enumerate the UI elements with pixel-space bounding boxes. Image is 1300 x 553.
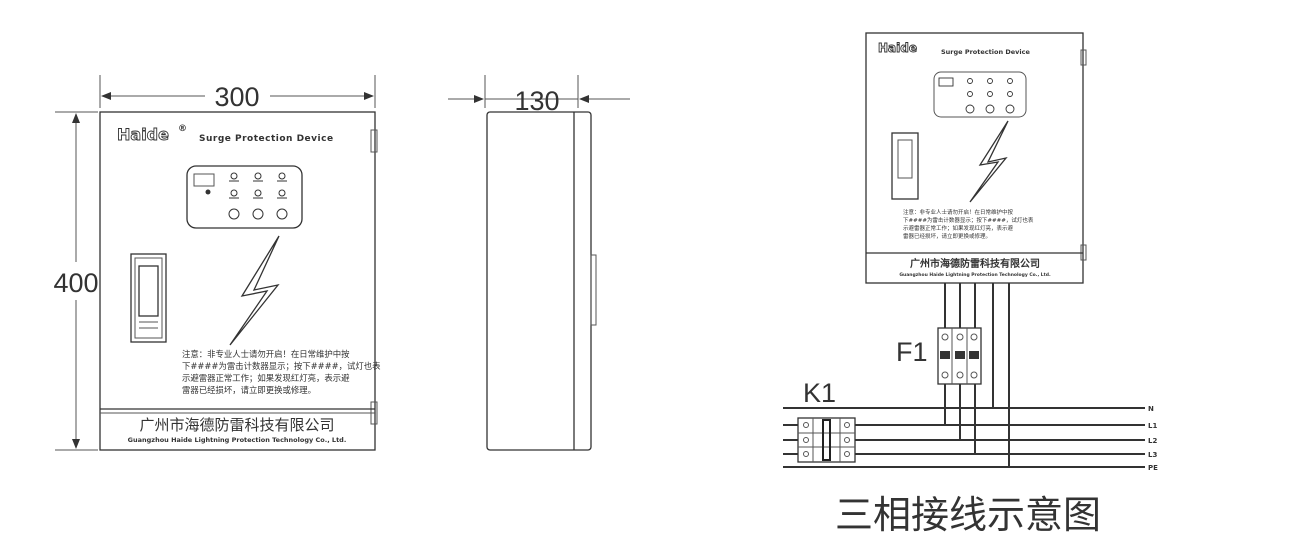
svg-text:®: ® (178, 124, 187, 134)
svg-text:下####为雷击计数器显示；按下####，试灯也表: 下####为雷击计数器显示；按下####，试灯也表 (182, 361, 381, 371)
enclosure-front (99, 111, 376, 451)
brand-logo: Haide (117, 125, 169, 144)
indicator-lights (228, 172, 288, 220)
height-dimension: 400 (53, 268, 98, 298)
company-name-en: Guangzhou Haide Lightning Protection Tec… (128, 436, 347, 444)
svg-text:L2: L2 (1148, 437, 1157, 445)
svg-text:N: N (1148, 405, 1154, 413)
svg-text:雷器已经损坏，请立即更换或修理。: 雷器已经损坏，请立即更换或修理。 (903, 232, 991, 240)
diagram-caption: 三相接线示意图 (835, 493, 1101, 537)
svg-text:Surge Protection Device: Surge Protection Device (941, 48, 1030, 56)
enclosure-side (486, 111, 592, 451)
warning-text: 注意：非专业人士请勿开启！在日常维护中按 下####为雷击计数器显示；按下###… (182, 349, 381, 395)
side-view: 130 (448, 75, 630, 451)
fuse-f1 (937, 327, 982, 385)
svg-text:示避雷器正常工作；如果发现红灯亮，表示避: 示避雷器正常工作；如果发现红灯亮，表示避 (903, 224, 1014, 232)
depth-dimension: 130 (514, 86, 559, 116)
front-view: 300 400 Haide ® Surge Protection Device (53, 75, 381, 451)
spd-enclosure (865, 32, 1084, 284)
counter-display (193, 173, 215, 187)
lightning-bolt-icon (229, 235, 280, 346)
svg-text:雷器已经损坏，请立即更换或修理。: 雷器已经损坏，请立即更换或修理。 (182, 385, 316, 395)
svg-text:广州市海德防雷科技有限公司: 广州市海德防雷科技有限公司 (910, 257, 1040, 270)
svg-text:PE: PE (1148, 464, 1158, 472)
company-name-cn: 广州市海德防雷科技有限公司 (139, 416, 334, 434)
line-labels: N L1 L2 L3 PE (1148, 405, 1158, 472)
svg-text:Haide: Haide (878, 41, 917, 55)
fuse-label: F1 (896, 337, 928, 367)
svg-text:示避雷器正常工作；如果发现红灯亮，表示避: 示避雷器正常工作；如果发现红灯亮，表示避 (182, 373, 350, 383)
indicator-panel (186, 165, 303, 229)
svg-text:L1: L1 (1148, 422, 1157, 430)
hinge-icon (370, 129, 378, 153)
lightning-bolt-icon (969, 120, 1009, 203)
svg-text:注意：非专业人士请勿开启！在日常维护中按: 注意：非专业人士请勿开启！在日常维护中按 (182, 349, 350, 359)
product-name: Surge Protection Device (199, 134, 334, 144)
breaker-k1 (797, 417, 856, 463)
svg-text:下####为雷击计数器显示；按下####，试灯也表: 下####为雷击计数器显示；按下####，试灯也表 (903, 216, 1034, 224)
svg-text:注意：非专业人士请勿开启！在日常维护中按: 注意：非专业人士请勿开启！在日常维护中按 (903, 208, 1014, 216)
breaker-label: K1 (803, 378, 836, 408)
svg-text:L3: L3 (1148, 451, 1157, 459)
breaker-switch (130, 253, 167, 343)
svg-text:Guangzhou Haide Lightning Prot: Guangzhou Haide Lightning Protection Tec… (899, 272, 1051, 278)
wiring-diagram: Haide Surge Protection Device 注意：非专业人士请勿… (783, 32, 1158, 537)
width-dimension: 300 (214, 82, 259, 112)
